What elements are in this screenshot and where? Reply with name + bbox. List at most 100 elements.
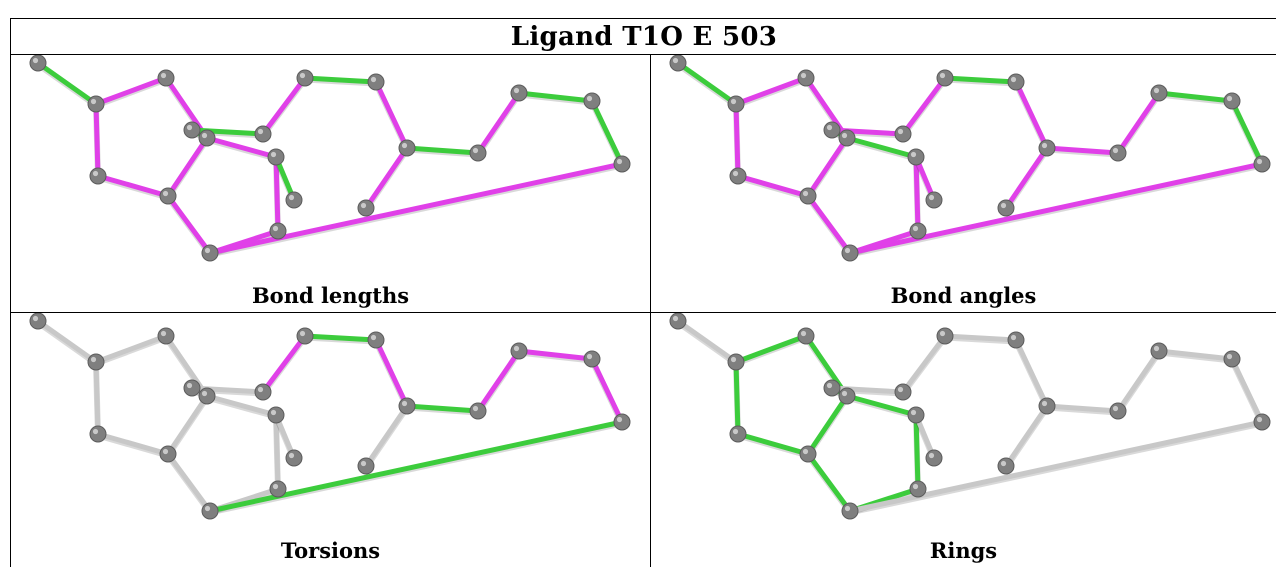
atom (357, 199, 375, 217)
atom (823, 379, 841, 397)
atom (583, 92, 601, 110)
bond-grey (675, 318, 739, 365)
atom-highlight (910, 151, 917, 158)
bond-green (805, 393, 850, 457)
bond-magenta (165, 193, 213, 256)
atom-highlight (1226, 353, 1233, 360)
atom-highlight (186, 124, 193, 131)
bond-magenta (733, 101, 741, 179)
atom (398, 139, 416, 157)
atom-highlight (841, 132, 848, 139)
atom-highlight (912, 483, 919, 490)
atom (894, 125, 912, 143)
title-bottom-rule (10, 54, 1276, 55)
atom-highlight (826, 124, 833, 131)
molecule-rings (669, 313, 1271, 520)
bond-grey (95, 431, 171, 457)
panel-label-rings: Rings (929, 538, 998, 563)
bond-magenta (363, 145, 410, 211)
atom (907, 148, 925, 166)
atom (1038, 139, 1056, 157)
molecule-bond-angles (669, 55, 1271, 262)
atom-highlight (270, 151, 277, 158)
atom-highlight (844, 247, 851, 254)
atom-highlight (800, 72, 807, 79)
middle-rule (10, 312, 1276, 313)
atom-highlight (1112, 147, 1119, 154)
bond-grey (93, 359, 101, 437)
atom-highlight (401, 400, 408, 407)
atom (799, 445, 817, 463)
atom-highlight (201, 132, 208, 139)
bond-magenta (260, 75, 308, 137)
bond-magenta (735, 173, 811, 199)
atom (1253, 413, 1271, 431)
bond-magenta (373, 79, 410, 151)
bond-green (1156, 90, 1235, 104)
atom (907, 406, 925, 424)
atom (469, 144, 487, 162)
figure-title: Ligand T1O E 503 (510, 22, 778, 52)
atom-highlight (299, 330, 306, 337)
atom-highlight (270, 409, 277, 416)
bond-grey (1115, 348, 1162, 414)
atom (1253, 155, 1271, 173)
atom (267, 148, 285, 166)
atom-highlight (472, 405, 479, 412)
bond-grey (1013, 337, 1050, 409)
atom-highlight (160, 72, 167, 79)
bond-grey (900, 333, 948, 395)
bond-magenta (1044, 145, 1121, 156)
atom (183, 121, 201, 139)
panel-bond-lengths: Bond lengths (11, 55, 650, 312)
bond-green (844, 135, 919, 160)
atom-highlight (201, 390, 208, 397)
atom-highlight (1226, 95, 1233, 102)
atom (198, 387, 216, 405)
atom-highlight (732, 170, 739, 177)
atom (823, 121, 841, 139)
atom-highlight (401, 142, 408, 149)
bond-magenta (1003, 145, 1050, 211)
atom-highlight (360, 202, 367, 209)
atom (296, 69, 314, 87)
bond-magenta (913, 154, 921, 234)
atom (285, 449, 303, 467)
bond-magenta (475, 90, 522, 156)
atom (269, 480, 287, 498)
atom (89, 425, 107, 443)
atom-highlight (513, 345, 520, 352)
atom (727, 353, 745, 371)
atom (296, 327, 314, 345)
panel-label-bond-lengths: Bond lengths (251, 283, 410, 308)
atom (469, 402, 487, 420)
atom (997, 457, 1015, 475)
atom-highlight (730, 98, 737, 105)
bond-grey (165, 393, 210, 457)
atom (729, 167, 747, 185)
atom-highlight (586, 95, 593, 102)
atom-highlight (299, 72, 306, 79)
atom (510, 342, 528, 360)
atom-highlight (672, 57, 679, 64)
bond-green (1229, 98, 1265, 167)
atom (157, 69, 175, 87)
atom-highlight (472, 147, 479, 154)
atom-highlight (360, 460, 367, 467)
bond-grey (93, 333, 169, 365)
atom (159, 445, 177, 463)
atom-highlight (928, 194, 935, 201)
bond-magenta (204, 135, 279, 160)
atom (269, 222, 287, 240)
molecule-torsions (29, 313, 631, 520)
atom (936, 69, 954, 87)
bond-grey (363, 403, 410, 469)
bond-green (404, 403, 481, 414)
bond-grey (1229, 356, 1265, 425)
atom-highlight (1256, 416, 1263, 423)
atom (267, 406, 285, 424)
bond-green (733, 359, 741, 437)
atom (1007, 73, 1025, 91)
bond-magenta (475, 348, 522, 414)
